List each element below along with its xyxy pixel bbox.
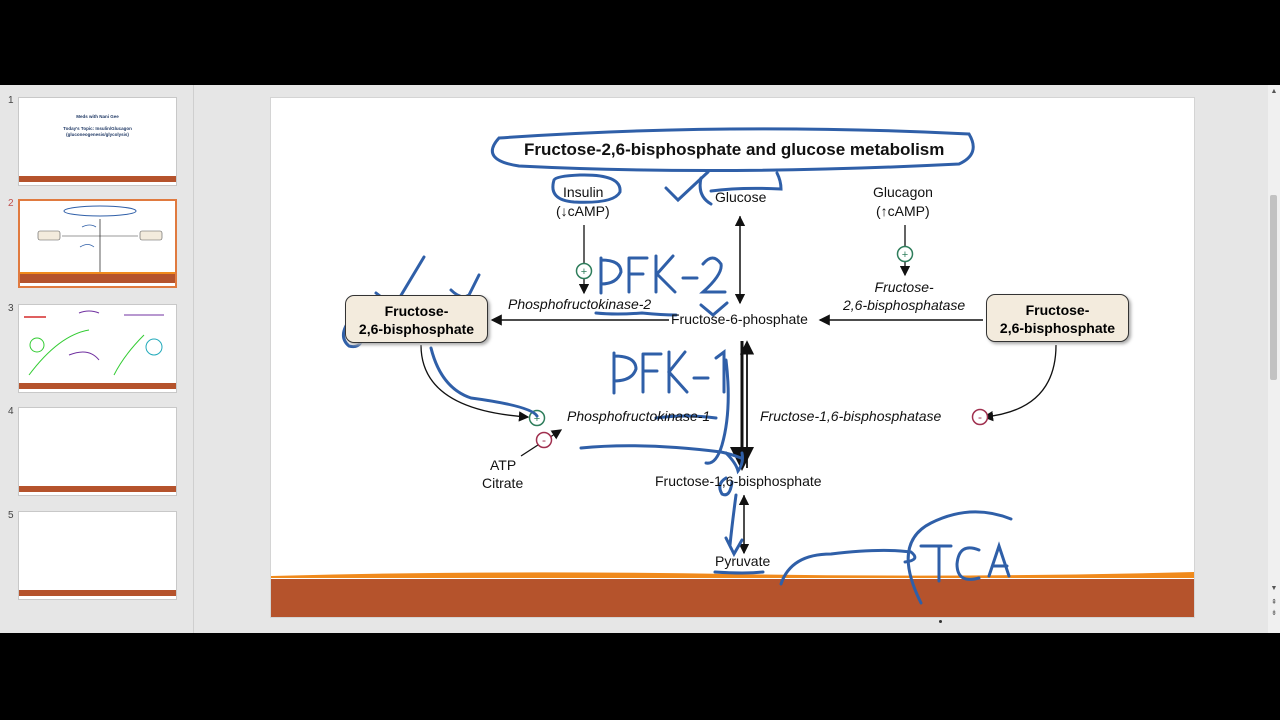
f16bp-label: Fructose-1,6-bisphosphate <box>655 473 822 489</box>
slide-thumbnail-5[interactable] <box>18 511 177 600</box>
f26bp-box-right: Fructose- 2,6-bisphosphate <box>986 294 1129 342</box>
pyruvate-label: Pyruvate <box>715 553 771 569</box>
f26bpase-label: Fructose- 2,6-bisphosphatase <box>843 279 966 313</box>
f26bp-box-left: Fructose- 2,6-bisphosphate <box>345 295 488 343</box>
glucose-label: Glucose <box>715 189 767 205</box>
slide-number: 4 <box>8 406 14 417</box>
thumb-band <box>19 383 176 389</box>
citrate-label: Citrate <box>482 475 524 491</box>
thumb-band <box>19 176 176 182</box>
scrollbar-thumb[interactable] <box>1270 195 1277 380</box>
slide-number: 5 <box>8 510 14 521</box>
slide-thumbnail-3[interactable] <box>18 304 177 393</box>
thumb-line: Meds with Nani Gee <box>76 114 119 119</box>
thumb-band <box>19 486 176 492</box>
slide-thumbnail-2[interactable] <box>18 199 177 288</box>
slide-title: Fructose-2,6-bisphosphate and glucose me… <box>524 140 945 159</box>
thumb-band <box>19 590 176 596</box>
slide-number: 3 <box>8 303 14 314</box>
prev-slide-icon[interactable]: ⇞ <box>1271 599 1277 606</box>
next-slide-icon[interactable]: ⇟ <box>1271 610 1277 617</box>
f16bpase-label: Fructose-1,6-bisphosphatase <box>760 408 942 424</box>
scroll-up-icon[interactable]: ▲ <box>1270 88 1278 95</box>
scroll-down-icon[interactable]: ▼ <box>1270 585 1278 592</box>
slide-number: 2 <box>8 198 14 209</box>
pfk2-label: Phosphofructokinase-2 <box>508 296 652 312</box>
thumb-diagram <box>20 205 175 283</box>
slide-number: 1 <box>8 95 14 106</box>
thumb-line: (gluconeogenesis/glycolysis) <box>66 132 129 137</box>
minus-pfk1: - <box>535 431 553 449</box>
slide-thumbnail-pane: 1 Meds with Nani Gee Today's Topic: Insu… <box>0 85 194 633</box>
svg-text:+: + <box>902 249 908 261</box>
thumb-line: Today's Topic: Insulin/Glucagon <box>63 126 132 131</box>
insulin-label: Insulin <box>563 184 604 200</box>
svg-text:+: + <box>534 413 540 425</box>
svg-text:-: - <box>978 410 982 424</box>
plus-insulin: + <box>575 262 593 280</box>
slide-canvas[interactable]: + + + - - <box>270 97 1195 618</box>
svg-text:-: - <box>542 433 546 447</box>
atp-label: ATP <box>490 457 517 473</box>
glucagon-camp-label: (↑cAMP) <box>876 203 930 219</box>
slide-thumbnail-4[interactable] <box>18 407 177 496</box>
slide-thumbnail-1[interactable]: Meds with Nani Gee Today's Topic: Insuli… <box>18 97 177 186</box>
bottom-band <box>271 579 1194 617</box>
diagram-arrows: + + + - - <box>271 127 1194 617</box>
thumb-sketch <box>24 310 164 376</box>
glucagon-label: Glucagon <box>873 184 933 200</box>
insulin-camp-label: (↓cAMP) <box>556 203 610 219</box>
minus-fbpase: - <box>971 408 989 426</box>
plus-glucagon: + <box>896 245 914 263</box>
svg-text:+: + <box>581 266 587 278</box>
vertical-scrollbar[interactable]: ▲ ▼ ⇞ ⇟ <box>1268 85 1280 633</box>
f6p-label: Fructose-6-phosphate <box>671 311 808 327</box>
cursor-dot <box>939 620 942 623</box>
pfk1-label: Phosphofructokinase-1 <box>567 408 711 424</box>
presentation-app: 1 Meds with Nani Gee Today's Topic: Insu… <box>0 85 1280 633</box>
